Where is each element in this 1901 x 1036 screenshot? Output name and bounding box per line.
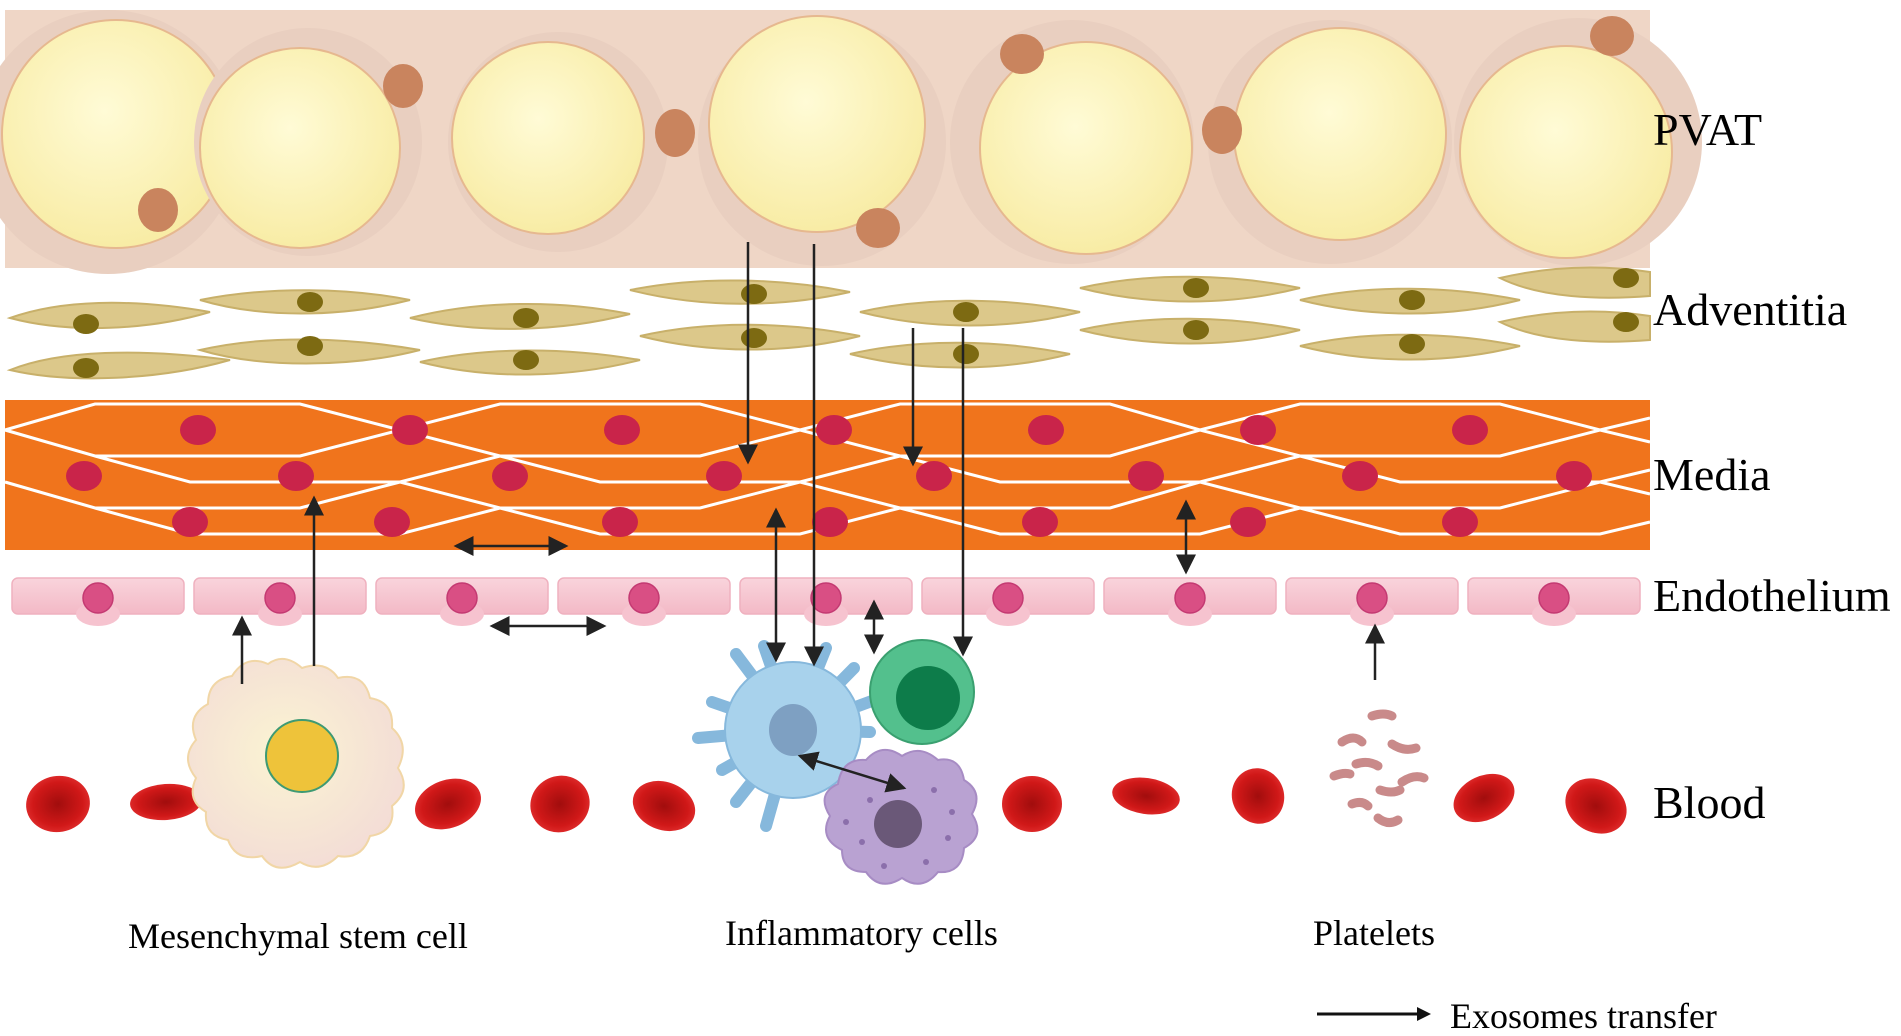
- media-layer: [4, 400, 1651, 550]
- label-pvat: PVAT: [1653, 104, 1763, 155]
- label-media: Media: [1653, 449, 1771, 500]
- monocyte-cell: [692, 640, 886, 832]
- endothelial-nuclei: [82, 582, 1570, 614]
- label-endothelium: Endothelium: [1653, 570, 1891, 621]
- label-blood: Blood: [1653, 777, 1766, 828]
- exosome-arrows: [232, 242, 1385, 793]
- adipocyte: [448, 32, 695, 252]
- adventitia-layer: [6, 266, 1651, 380]
- label-platelets: Platelets: [1313, 913, 1435, 953]
- fibroblast-nuclei: [73, 268, 1639, 378]
- endothelium-layer: [11, 577, 1641, 626]
- lymphocyte-cell: [869, 639, 975, 745]
- adipocyte: [194, 28, 423, 256]
- adipocyte: [1454, 16, 1702, 266]
- legend-arrow-icon: [1317, 1007, 1431, 1021]
- smooth-muscle-nuclei: [66, 415, 1592, 537]
- mesenchymal-stem-cell: [187, 657, 405, 869]
- adipocyte: [0, 10, 240, 274]
- legend-exosomes-transfer: Exosomes transfer: [1450, 996, 1717, 1036]
- label-inflammatory-cells: Inflammatory cells: [725, 913, 998, 953]
- adipocyte: [1202, 20, 1452, 264]
- pvat-layer: [0, 10, 1702, 274]
- arrow-monocyte-macrophage: [797, 751, 907, 793]
- label-mesenchymal-stem-cell: Mesenchymal stem cell: [128, 916, 468, 956]
- label-adventitia: Adventitia: [1653, 284, 1848, 335]
- platelets: [1329, 709, 1429, 828]
- adipocyte: [698, 15, 946, 266]
- red-blood-cells: [26, 768, 1627, 834]
- adipocyte: [950, 20, 1194, 264]
